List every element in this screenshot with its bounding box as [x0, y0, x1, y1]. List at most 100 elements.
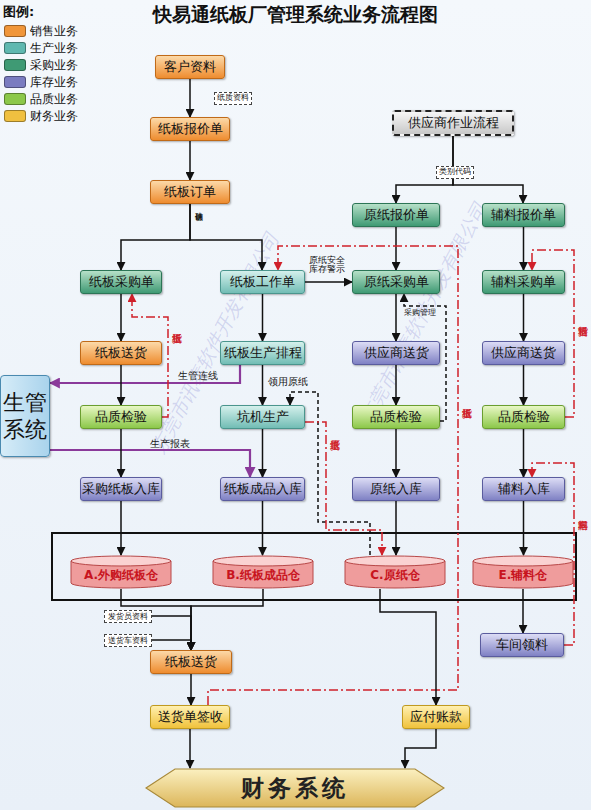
connector	[121, 204, 190, 270]
legend-item: 生产业务	[4, 40, 78, 56]
connector	[152, 640, 191, 650]
quality-box: 品质检验	[352, 405, 440, 429]
connector	[152, 616, 191, 650]
production-box: 纸板生产排程	[220, 341, 305, 365]
purchase-box: 辅料采购单	[482, 270, 565, 294]
connector	[395, 429, 397, 477]
legend-text: 财务业务	[30, 108, 78, 125]
node-text: 财务系统	[241, 773, 349, 804]
legend-text: 生产业务	[30, 40, 78, 57]
warehouse-frame	[52, 533, 576, 600]
legend-text: 采购业务	[30, 57, 78, 74]
connector	[523, 227, 525, 270]
connector	[395, 365, 397, 405]
node-text: 应付账款	[410, 709, 462, 726]
node-text: C.原纸仓	[370, 567, 419, 584]
legend-swatch	[4, 59, 26, 71]
legend-item: 采购业务	[4, 57, 78, 73]
node-text: B.纸板成品仓	[226, 567, 300, 584]
finance-box: 送货单签收	[150, 705, 230, 729]
node-text: 纸板订单	[164, 184, 216, 201]
warehouse-cylinder: B.纸板成品仓	[212, 555, 314, 589]
connector	[395, 227, 397, 270]
node-text: 送货单签收	[158, 709, 223, 726]
node-text: 辅料入库	[498, 481, 550, 498]
connector	[262, 501, 264, 555]
connector	[120, 429, 122, 477]
connector-label: 类别代码	[436, 166, 474, 179]
node-text: 纸板送货	[95, 345, 147, 362]
production-box: 纸板工作单	[220, 270, 305, 294]
node-text: 品质检验	[370, 409, 422, 426]
connector	[262, 429, 264, 477]
warehouse-cylinder: A.外购纸板仓	[70, 555, 172, 589]
connector	[380, 589, 436, 705]
diagram-title: 快易通纸板厂管理系统业务流程图	[0, 2, 591, 28]
node-text: 纸板报价单	[158, 121, 223, 138]
sales-box: 客户资料	[155, 55, 225, 79]
legend-heading: 图例:	[3, 3, 34, 21]
node-text: 供应商送货	[364, 345, 429, 362]
quality-box: 品质检验	[482, 405, 565, 429]
connector	[523, 501, 525, 555]
connector-label: 纸质资料	[214, 92, 252, 105]
connector	[120, 365, 122, 405]
sales-box: 纸板送货	[150, 650, 232, 674]
production-box: 坑机生产	[220, 405, 305, 429]
node-text: 纸板工作单	[230, 274, 295, 291]
connector	[120, 294, 122, 341]
connector	[305, 281, 352, 283]
legend-swatch	[4, 25, 26, 37]
node-text: 辅料采购单	[491, 274, 556, 291]
connector	[405, 729, 436, 768]
system-box: 生管系统	[0, 375, 50, 457]
finance-box: 应付账款	[402, 705, 470, 729]
node-text: E.辅料仓	[499, 567, 548, 584]
inventory-box: 辅料入库	[482, 477, 565, 501]
node-text: 品质检验	[95, 409, 147, 426]
data-tag: 送货车资料	[104, 634, 152, 647]
finance-system-arrow: 财务系统	[145, 768, 445, 808]
warehouse-cylinder: E.辅料仓	[472, 555, 574, 589]
connector	[189, 729, 191, 768]
node-text: 原纸采购单	[364, 274, 429, 291]
connector	[262, 294, 264, 341]
purchase-box: 原纸报价单	[352, 203, 440, 227]
quality-box: 品质检验	[80, 405, 162, 429]
legend-text: 品质业务	[30, 91, 78, 108]
purchase-box: 原纸采购单	[352, 270, 440, 294]
node-text: 辅料报价单	[491, 207, 556, 224]
node-text: A.外购纸板仓	[84, 567, 158, 584]
inventory-box: 采购纸板入库	[80, 477, 162, 501]
node-text: 纸板成品入库	[224, 481, 302, 498]
legend-item: 库存业务	[4, 74, 78, 90]
node-text: 纸板生产排程	[224, 345, 302, 362]
warehouse-cylinder: C.原纸仓	[344, 555, 446, 589]
node-text: 车间领料	[496, 637, 548, 654]
legend-text: 库存业务	[30, 74, 78, 91]
node-text: 原纸入库	[370, 481, 422, 498]
sales-box: 纸板送货	[80, 341, 162, 365]
legend-swatch	[4, 110, 26, 122]
node-text: 纸板送货	[165, 654, 217, 671]
connector	[523, 429, 525, 477]
legend-item: 销售业务	[4, 23, 78, 39]
purchase-box: 纸板采购单	[80, 270, 162, 294]
inventory-box: 原纸入库	[352, 477, 440, 501]
purchase-box: 辅料报价单	[482, 203, 565, 227]
node-text: 供应商作业流程	[408, 114, 499, 132]
connector	[523, 365, 525, 405]
supplier-box: 供应商作业流程	[392, 110, 514, 136]
connector	[189, 79, 191, 117]
node-text: 纸板采购单	[89, 274, 154, 291]
node-text: 送货车资料	[108, 635, 148, 646]
inventory-box: 纸板成品入库	[220, 477, 305, 501]
connector	[523, 294, 525, 341]
connector	[522, 589, 524, 633]
inventory-box: 供应商送货	[352, 341, 440, 365]
connector-label: 原纸安全库存警示	[309, 256, 345, 275]
inventory-box: 供应商送货	[482, 341, 565, 365]
connector	[189, 141, 191, 180]
connector-label: 生管连线	[178, 371, 218, 381]
